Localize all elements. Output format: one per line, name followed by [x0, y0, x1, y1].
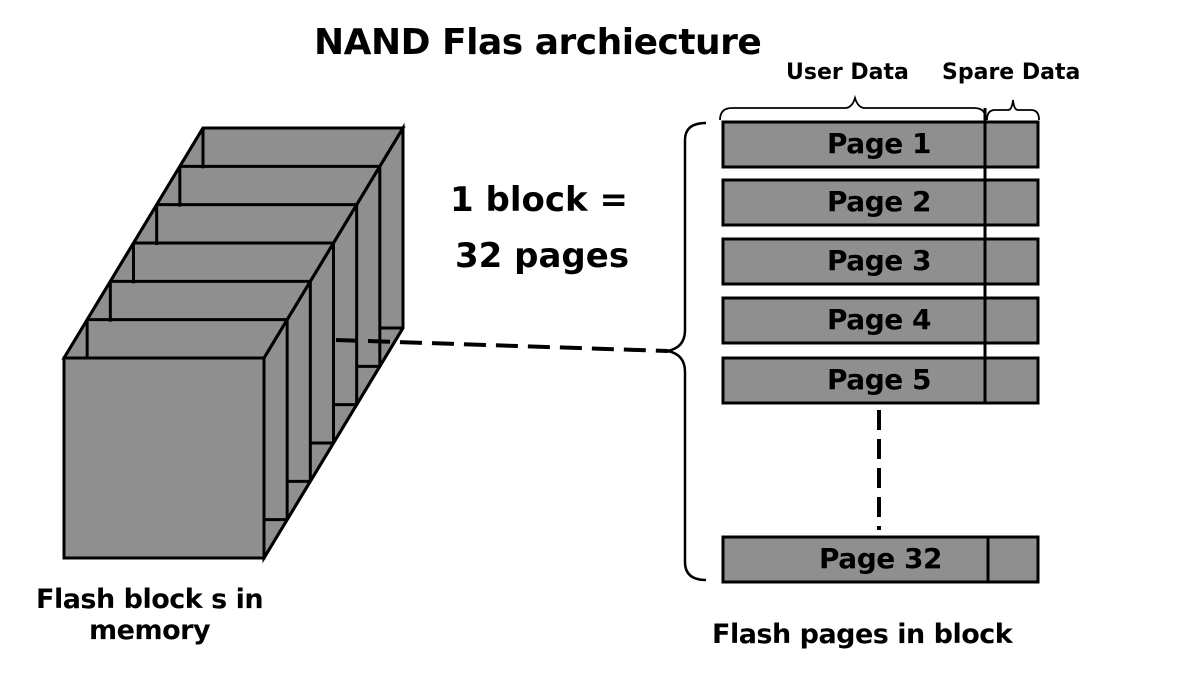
block-equation-line1: 1 block =: [450, 180, 628, 220]
pages-group-brace: [666, 121, 707, 582]
pages-caption: Flash pages in block: [712, 619, 1013, 650]
page-row: [721, 237, 1040, 286]
page-row: [721, 120, 1040, 169]
flash-block-stack: [61, 122, 406, 564]
block-slice: [178, 164, 382, 368]
block-slice: [85, 318, 289, 522]
block-slice: [108, 279, 312, 483]
spare-data-brace: [986, 99, 1040, 121]
page-user-data-cell: [721, 237, 987, 286]
block-equation-line2: 32 pages: [455, 236, 630, 276]
diagram-title: NAND Flas archiecture: [314, 22, 762, 63]
block-to-pages-connector: [335, 338, 669, 353]
page-row: [721, 356, 1040, 405]
page-row: [721, 535, 1040, 584]
user-data-brace: [719, 94, 987, 121]
page-user-data-cell: [721, 356, 987, 405]
page-spare-data-cell: [983, 296, 1040, 345]
block-slice: [132, 241, 335, 445]
page-label: Page 4: [827, 303, 931, 336]
block-front-face: [62, 356, 266, 560]
spare-data-label: Spare Data: [942, 60, 1081, 85]
page-user-data-cell: [721, 535, 990, 584]
page-spare-data-cell: [986, 535, 1040, 584]
page-label: Page 32: [819, 542, 942, 575]
blocks-caption: Flash block s in memory: [36, 584, 264, 646]
page-row: [721, 296, 1040, 345]
page-user-data-cell: [721, 296, 987, 345]
page-user-data-cell: [721, 120, 987, 169]
blocks-caption-line2: memory: [89, 615, 211, 646]
page-label: Page 5: [827, 363, 931, 396]
page-label: Page 3: [827, 244, 931, 277]
block-slice: [155, 203, 359, 407]
page-label: Page 2: [827, 185, 931, 218]
blocks-caption-line1: Flash block s in: [36, 584, 264, 615]
user-data-label: User Data: [786, 60, 909, 85]
page-spare-data-cell: [983, 356, 1040, 405]
page-label: Page 1: [827, 127, 931, 160]
page-list: [721, 108, 1040, 584]
